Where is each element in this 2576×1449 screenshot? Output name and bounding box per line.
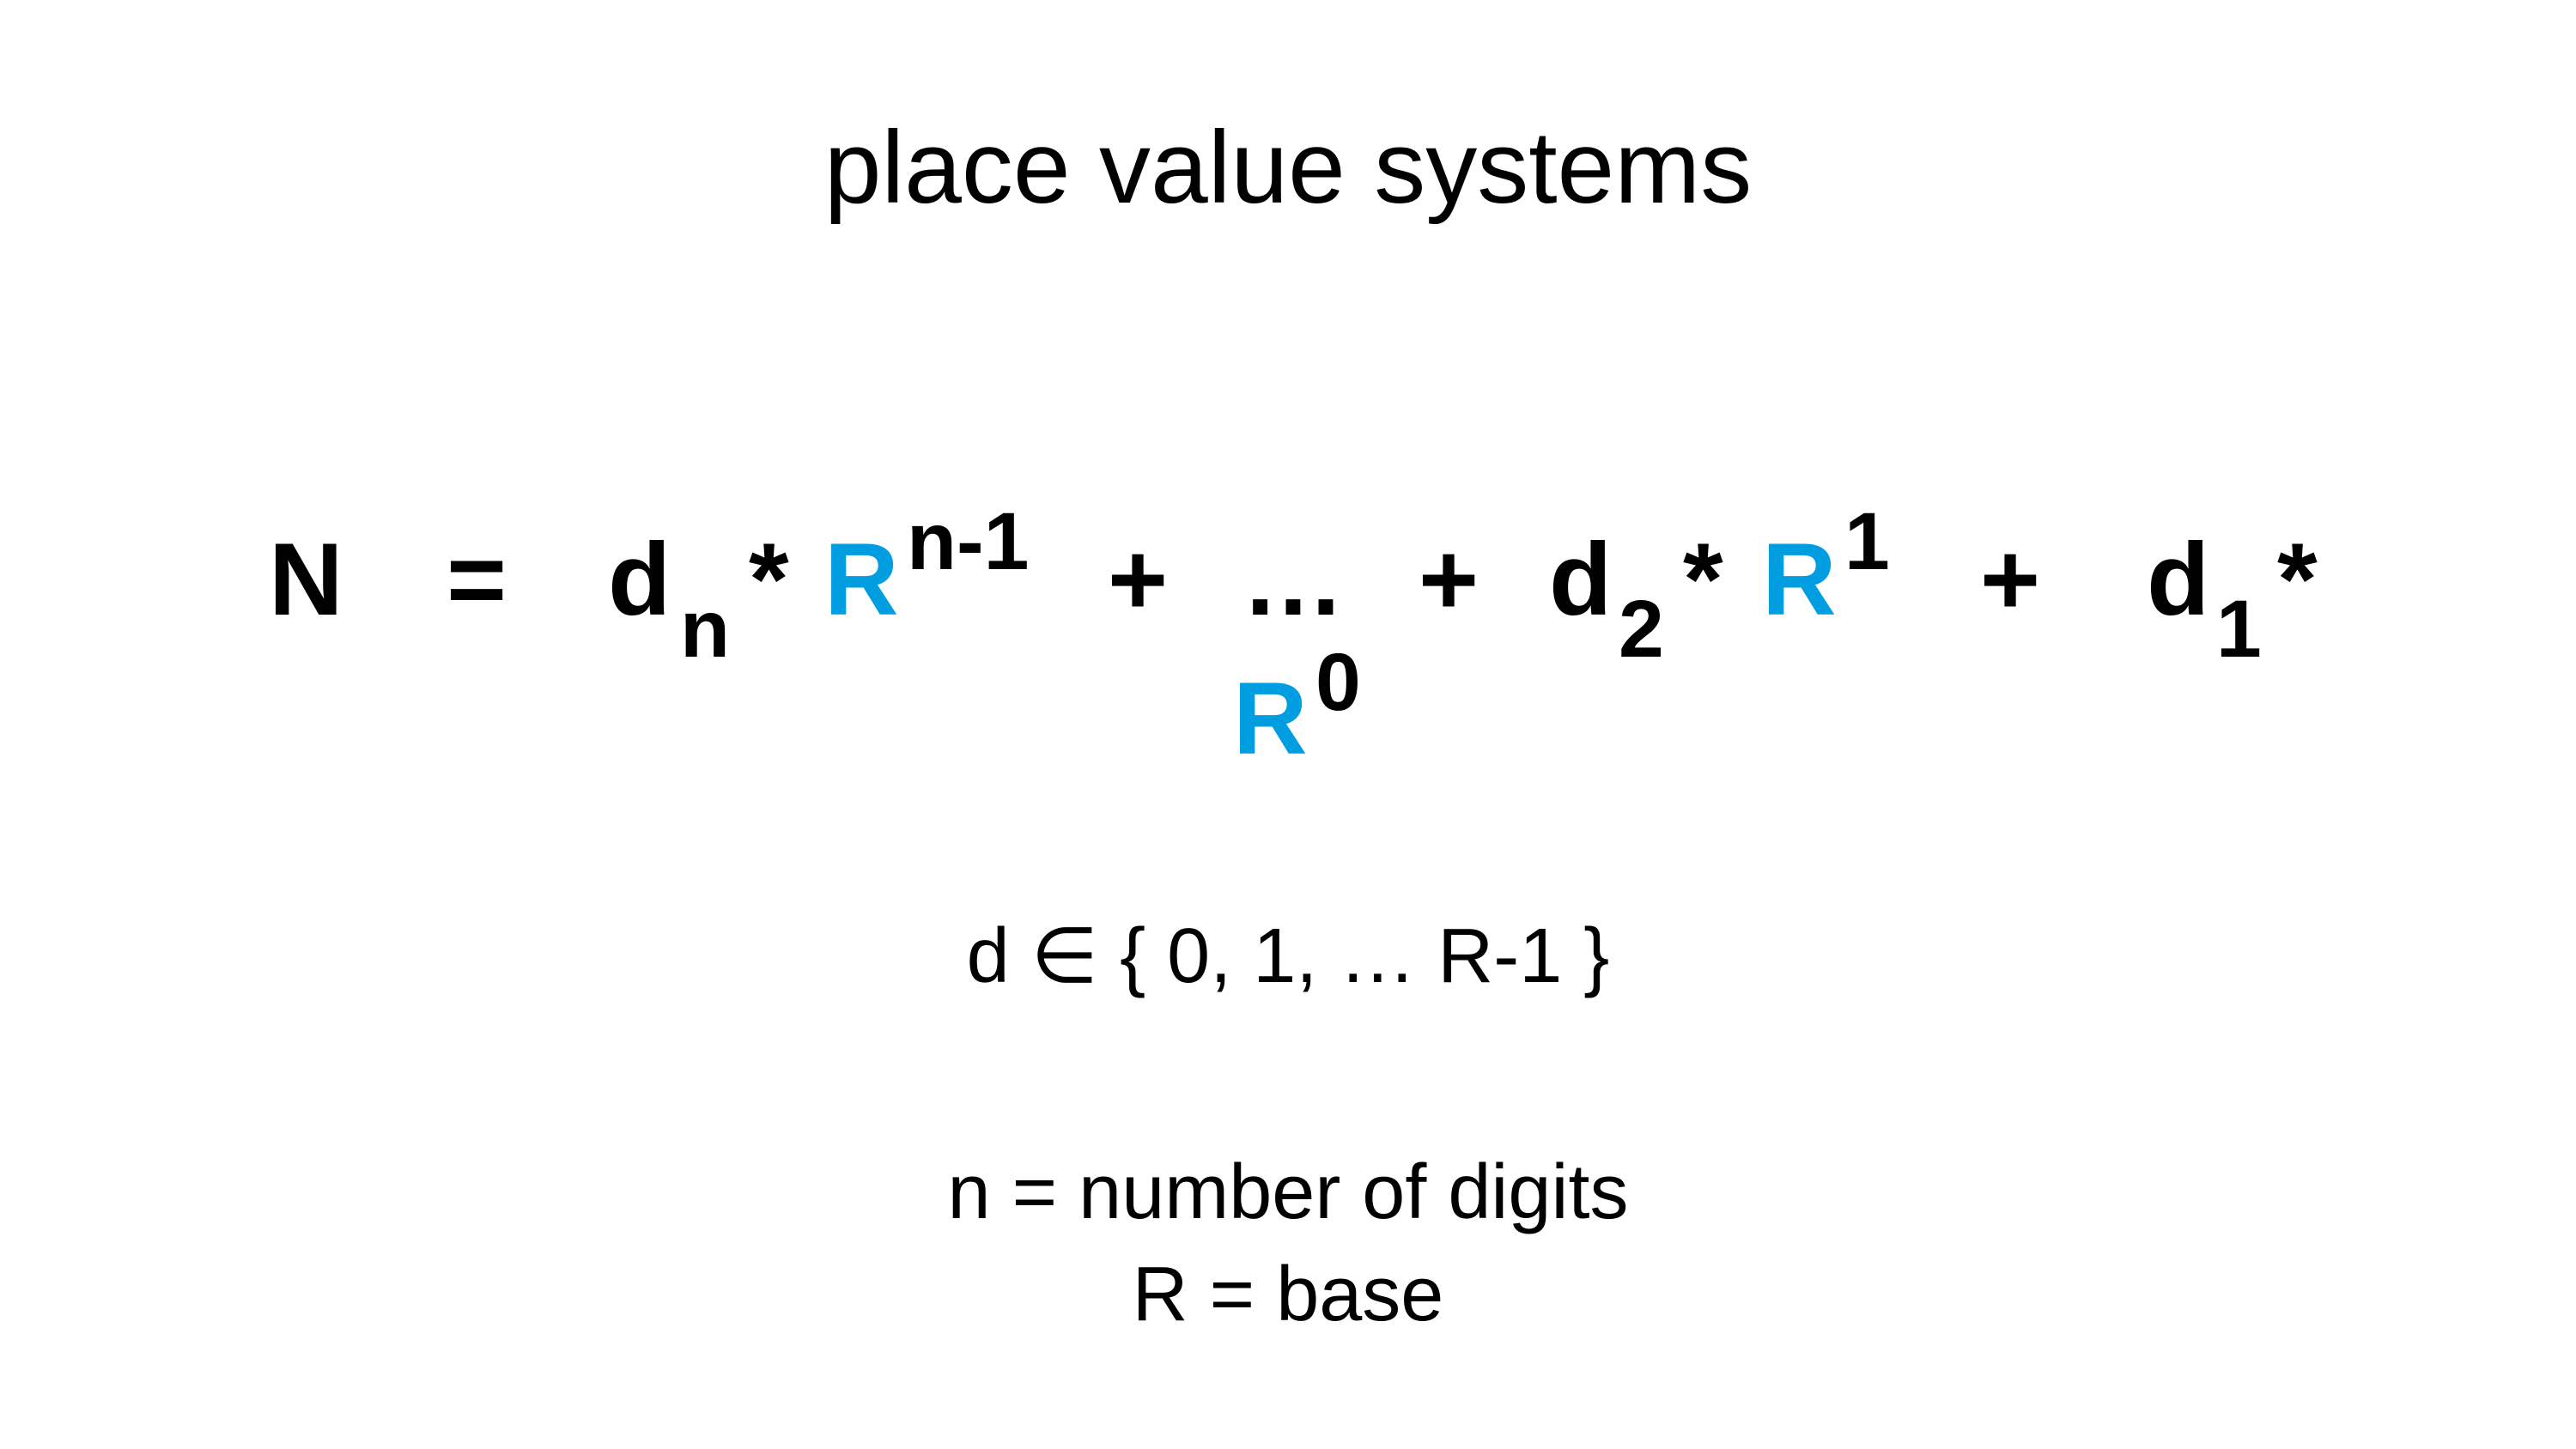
formula-sup-1: 1	[1844, 496, 1890, 587]
slide-title: place value systems	[823, 110, 1753, 225]
formula-ellipsis: …	[1242, 522, 1345, 637]
formula-R: R	[824, 522, 899, 637]
digit-set: d ∈ { 0, 1, … R-1 }	[966, 913, 1610, 999]
formula-times: *	[2277, 522, 2318, 637]
formula-d: d	[1549, 522, 1613, 637]
formula-times: *	[1683, 522, 1723, 637]
formula-d: d	[2147, 522, 2210, 637]
formula-sub-2: 2	[1619, 584, 1664, 675]
formula-plus: +	[1108, 522, 1169, 637]
formula-equals: =	[447, 522, 507, 637]
formula-d: d	[608, 522, 671, 637]
formula-sup-0: 0	[1315, 637, 1361, 728]
formula-R-wrapped: R	[1233, 661, 1308, 776]
formula-sup-n-minus-1: n-1	[907, 496, 1030, 587]
definition-n: n = number of digits	[947, 1149, 1629, 1235]
formula-plus: +	[1419, 522, 1479, 637]
formula-plus: +	[1980, 522, 2041, 637]
formula-N: N	[269, 522, 343, 637]
formula-sub-n: n	[680, 584, 731, 675]
formula-sub-1: 1	[2216, 584, 2262, 675]
definition-R: R = base	[1132, 1252, 1444, 1337]
formula-R: R	[1762, 522, 1837, 637]
formula-times: *	[749, 522, 789, 637]
